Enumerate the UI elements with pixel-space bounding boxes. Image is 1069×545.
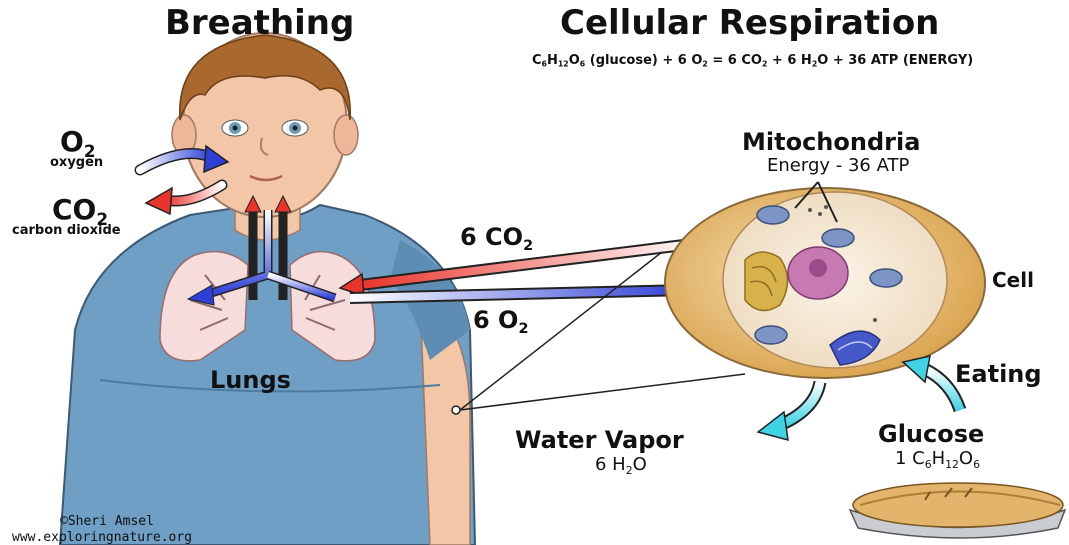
water-vapor-arrow bbox=[758, 382, 820, 440]
water-vapor-label: Water Vapor bbox=[515, 428, 684, 452]
cell-illustration bbox=[665, 188, 985, 378]
co2-label: CO2 bbox=[52, 196, 108, 224]
energy-label: Energy - 36 ATP bbox=[767, 157, 909, 175]
pie-illustration bbox=[850, 483, 1065, 538]
exchange-co2-label: 6 CO2 bbox=[460, 225, 533, 249]
pointer-line-lower bbox=[460, 374, 745, 410]
credit-site: www.exploringnature.org bbox=[12, 531, 192, 544]
lungs-label: Lungs bbox=[210, 368, 291, 392]
water-formula: 6 H2O bbox=[595, 456, 647, 474]
glucose-label: Glucose bbox=[878, 422, 984, 446]
cell-label: Cell bbox=[992, 270, 1034, 290]
eating-label: Eating bbox=[955, 362, 1042, 386]
o2-label: O2 bbox=[60, 128, 96, 156]
exhale-arrow bbox=[146, 185, 222, 214]
respiration-equation: C6H12O6 (glucose) + 6 O2 = 6 CO2 + 6 H2O… bbox=[532, 54, 973, 67]
mitochondria-label: Mitochondria bbox=[742, 130, 920, 154]
glucose-formula: 1 C6H12O6 bbox=[895, 450, 980, 468]
breathing-title: Breathing bbox=[165, 6, 354, 40]
exchange-o2-label: 6 O2 bbox=[473, 308, 528, 332]
credit-author: ©Sheri Amsel bbox=[60, 515, 154, 528]
eating-arrow bbox=[903, 356, 960, 410]
carbon-dioxide-label: carbon dioxide bbox=[12, 224, 121, 237]
cellular-respiration-title: Cellular Respiration bbox=[560, 6, 939, 40]
boy-illustration bbox=[60, 33, 475, 545]
oxygen-label: oxygen bbox=[50, 156, 103, 169]
